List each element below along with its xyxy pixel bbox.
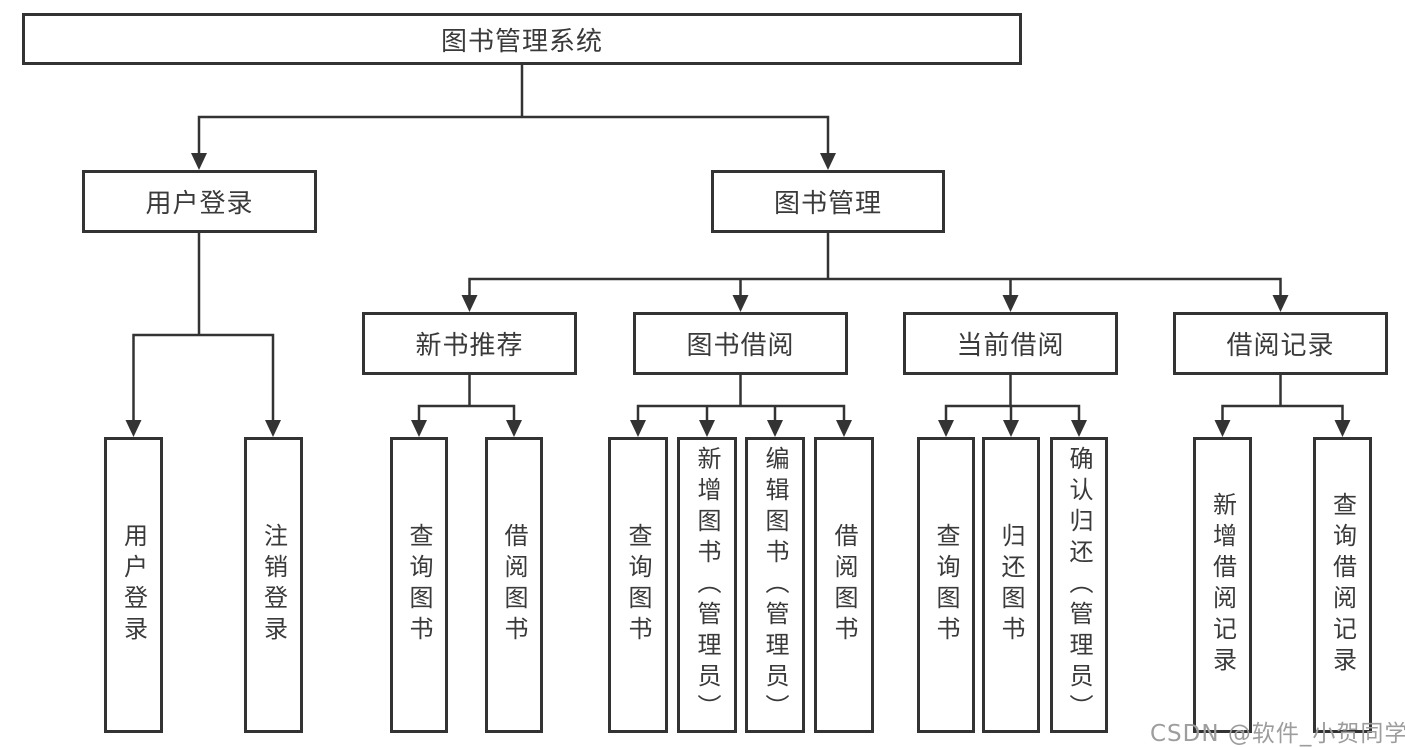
node-book-borrow: 图书借阅: [633, 312, 848, 375]
arrowhead: [265, 420, 281, 437]
csdn-watermark: CSDN @软件_小贺同学: [1150, 721, 1405, 747]
node-book-management: 图书管理: [711, 170, 945, 233]
arrowhead: [1003, 420, 1019, 437]
leaf-add-books-admin-label: 新增图书（管理员）: [693, 445, 721, 725]
node-borrow-records-label: 借阅记录: [1226, 331, 1335, 361]
node-new-book-recommend-label: 新书推荐: [415, 331, 524, 361]
arrowhead: [125, 420, 142, 437]
leaf-recommend-query-books: 查询图书: [390, 437, 448, 733]
node-new-book-recommend: 新书推荐: [362, 312, 577, 375]
node-book-management-label: 图书管理: [773, 189, 882, 219]
leaf-add-borrow-record-label: 新增借阅记录: [1208, 492, 1237, 678]
arrowhead: [938, 420, 954, 437]
arrowhead: [411, 420, 427, 437]
leaf-user-login-label: 用户登录: [119, 523, 148, 647]
leaf-query-borrow-record: 查询借阅记录: [1313, 437, 1372, 733]
leaf-confirm-return-admin-label: 确认归还（管理员）: [1065, 445, 1093, 725]
node-user-login-label: 用户登录: [145, 189, 254, 219]
leaf-borrow-books-label: 借阅图书: [830, 523, 858, 647]
arrowhead: [506, 420, 522, 437]
arrowhead: [732, 295, 749, 312]
arrowhead: [836, 420, 852, 437]
leaf-current-query-books: 查询图书: [917, 437, 975, 733]
arrowhead: [1071, 420, 1087, 437]
arrowhead: [630, 420, 646, 437]
connector-book-management-to-level3: [461, 233, 1289, 312]
leaf-recommend-borrow-books-label: 借阅图书: [500, 523, 528, 647]
leaf-add-books-admin: 新增图书（管理员）: [677, 437, 737, 733]
arrowhead: [767, 420, 783, 437]
arrowhead: [1214, 420, 1231, 437]
node-root-system: 图书管理系统: [22, 13, 1022, 65]
connector-root-to-level2: [191, 65, 836, 170]
leaf-edit-books-admin-label: 编辑图书（管理员）: [761, 445, 789, 725]
node-user-login: 用户登录: [82, 170, 317, 233]
arrowhead: [1002, 295, 1019, 312]
node-current-borrow-label: 当前借阅: [956, 331, 1065, 361]
connector-book-borrow-to-leaves: [630, 375, 852, 437]
connector-new-book-recommend-to-leaves: [411, 375, 522, 437]
node-root-label: 图书管理系统: [440, 26, 603, 57]
arrowhead: [1272, 295, 1289, 312]
leaf-borrow-query-books: 查询图书: [608, 437, 668, 733]
node-book-borrow-label: 图书借阅: [686, 331, 795, 361]
arrowhead: [820, 153, 836, 170]
arrowhead: [461, 295, 478, 312]
leaf-return-books-label: 归还图书: [997, 523, 1025, 647]
arrowhead: [191, 153, 207, 170]
leaf-borrow-query-books-label: 查询图书: [624, 523, 652, 647]
leaf-recommend-borrow-books: 借阅图书: [485, 437, 543, 733]
node-current-borrow: 当前借阅: [903, 312, 1118, 375]
connector-user-login-to-leaves: [125, 233, 281, 437]
leaf-edit-books-admin: 编辑图书（管理员）: [745, 437, 805, 733]
leaf-logout: 注销登录: [244, 437, 303, 733]
leaf-add-borrow-record: 新增借阅记录: [1193, 437, 1252, 733]
leaf-logout-label: 注销登录: [259, 523, 288, 647]
leaf-borrow-books: 借阅图书: [814, 437, 874, 733]
arrowhead: [1334, 420, 1351, 437]
leaf-query-borrow-record-label: 查询借阅记录: [1328, 492, 1357, 678]
leaf-return-books: 归还图书: [982, 437, 1040, 733]
leaf-recommend-query-books-label: 查询图书: [405, 523, 433, 647]
connector-current-borrow-to-leaves: [938, 375, 1087, 437]
node-borrow-records: 借阅记录: [1173, 312, 1388, 375]
leaf-user-login: 用户登录: [104, 437, 163, 733]
leaf-current-query-books-label: 查询图书: [932, 523, 960, 647]
connector-borrow-records-to-leaves: [1214, 375, 1351, 437]
leaf-confirm-return-admin: 确认归还（管理员）: [1050, 437, 1108, 733]
arrowhead: [699, 420, 715, 437]
